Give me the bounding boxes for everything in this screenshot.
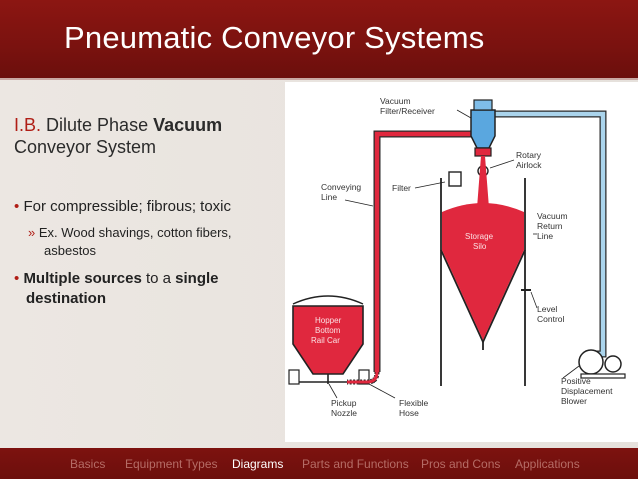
nav-basics[interactable]: Basics [70,457,106,471]
bullet-2-mid: to a [141,270,176,287]
conveying-line [374,131,471,372]
bullet-dot: • [14,270,20,287]
slide-title: Pneumatic Conveyor Systems [64,20,485,55]
footer-nav-bar: Basics Equipment Types Diagrams Parts an… [0,448,638,479]
label-hose-2: Hose [399,408,419,418]
bullet-2: • Multiple sources to a single [14,269,219,288]
label-hopper-1: Hopper [315,316,342,325]
label-vacuum-filter-2: Filter/Receiver [380,106,435,116]
bullet-1: • For compressible; fibrous; toxic [14,197,231,216]
section-heading: I.B. Dilute Phase Vacuum Conveyor System [14,114,282,158]
diagram-svg: Vacuum Filter/Receiver Rotary Airlock Co… [288,96,626,418]
heading-mid: Dilute Phase [41,115,154,135]
blower-icon [578,349,604,375]
bullet-2-bold2: single [175,270,219,287]
leader-line [530,291,538,309]
label-level-2: Control [537,314,565,324]
heading-line2: Conveyor System [14,137,157,157]
silo-filter-icon [448,171,462,187]
label-vac-return-3: Line [537,231,553,241]
label-rotary-2: Airlock [516,160,542,170]
label-storage-2: Silo [473,242,487,251]
leader-line [344,199,374,207]
bullet-2-line2: destination [26,290,107,307]
slide-header: Pneumatic Conveyor Systems [0,0,638,78]
leader-line [368,383,396,399]
sub-bullet-1-line2: asbestos [44,243,97,258]
leader-line [328,383,338,399]
label-vac-return-1: Vacuum [537,211,568,221]
sub-bullet-1-cont: asbestos [44,242,96,259]
label-blower-2: Displacement [561,386,613,396]
heading-prefix: I.B. [14,115,42,135]
blower-base [580,373,626,379]
sub-bullet-1-line1: Ex. Wood shavings, cotton fibers, [38,225,232,240]
label-level-1: Level [537,304,557,314]
label-conveying-2: Line [321,192,337,202]
blower-motor-icon [604,355,622,373]
silo-material [442,203,524,340]
nav-equipment-types[interactable]: Equipment Types [125,457,218,471]
leader-line [489,159,515,169]
bullet-2-cont: destination [26,289,106,308]
material-stream [477,156,489,208]
leader-line [456,109,472,119]
sub-bullet-1: » Ex. Wood shavings, cotton fibers, [28,224,232,241]
label-storage-1: Storage [465,232,494,241]
rotary-airlock-icon [474,147,492,157]
bullet-dot: • [14,198,20,215]
label-filter: Filter [392,183,411,193]
label-pickup-2: Nozzle [331,408,357,418]
header-divider [0,78,638,80]
label-blower-1: Positive [561,376,591,386]
leader-line [414,181,446,189]
label-hopper-3: Rail Car [311,336,340,345]
label-hopper-2: Bottom [315,326,341,335]
label-vacuum-filter-1: Vacuum [380,96,411,106]
label-vac-return-2: Return [537,221,563,231]
conveyor-diagram: Vacuum Filter/Receiver Rotary Airlock Co… [285,82,638,442]
rail-car-roof [292,295,364,305]
rail-car-wheel [288,369,300,385]
filter-receiver-icon [470,109,496,149]
label-conveying-1: Conveying [321,182,361,192]
leader-line [562,365,580,379]
bullet-1-text: For compressible; fibrous; toxic [23,198,232,215]
label-rotary-1: Rotary [516,150,542,160]
heading-bold: Vacuum [153,115,223,135]
flexible-hose-fill [347,371,379,384]
sub-bullet-chevron: » [28,225,36,240]
nav-applications[interactable]: Applications [515,457,580,471]
nav-pros-and-cons[interactable]: Pros and Cons [421,457,501,471]
label-hose-1: Flexible [399,398,429,408]
nav-diagrams[interactable]: Diagrams [232,457,284,471]
label-blower-3: Blower [561,396,587,406]
label-pickup-1: Pickup [331,398,357,408]
filter-top-icon [473,99,493,111]
bullet-2-bold1: Multiple sources [23,270,142,287]
rail-car-body [292,305,364,375]
nav-parts-and-functions[interactable]: Parts and Functions [302,457,409,471]
